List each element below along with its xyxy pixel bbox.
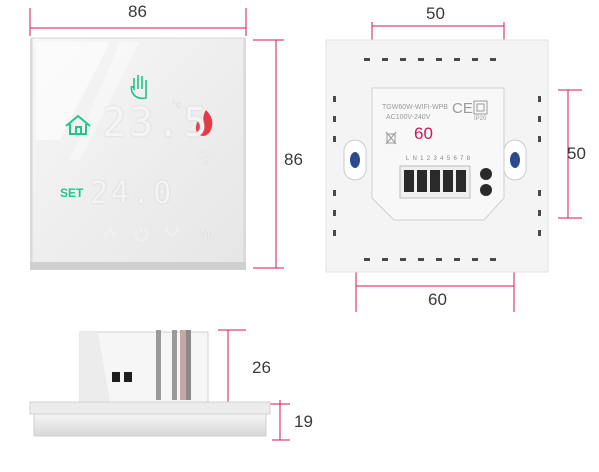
temperature-unit: °c xyxy=(172,100,181,111)
power-button[interactable] xyxy=(134,226,148,242)
home-icon xyxy=(65,114,91,135)
terminal-block xyxy=(399,165,492,199)
ce-label: CE xyxy=(452,100,473,117)
dim-front-height: 86 xyxy=(284,150,303,169)
dim-back-width-top: 50 xyxy=(426,4,445,23)
dim-back-width-bottom: 60 xyxy=(428,290,447,309)
dim-front-width: 86 xyxy=(128,2,147,21)
front-dimension-lines xyxy=(29,8,284,269)
model-label: TGW60W-WIFI-WPB xyxy=(382,104,448,111)
terminal-labels: L N 1 2 3 4 5 6 7 8 xyxy=(406,156,471,162)
dim-side-depth-bottom: 19 xyxy=(294,412,313,431)
ip-label: IP20 xyxy=(474,116,487,122)
back-panel xyxy=(325,39,549,273)
voltage-label: AC100V-240V xyxy=(386,114,431,121)
hand-icon xyxy=(130,75,147,100)
temperature-readout: 23.5 xyxy=(102,100,211,146)
side-view xyxy=(29,330,271,437)
set-temperature-readout: 24.0 xyxy=(90,176,175,211)
down-button[interactable] xyxy=(165,229,179,238)
mode-button[interactable]: M xyxy=(200,226,210,240)
ce-mark-box xyxy=(385,100,488,145)
back-vent-slots xyxy=(333,58,541,261)
dim-side-depth-top: 26 xyxy=(252,358,271,377)
wifi-icon xyxy=(197,150,215,166)
set-label: SET xyxy=(60,186,84,200)
mounting-hole-left xyxy=(343,139,367,181)
dim-back-height: 50 xyxy=(567,144,586,163)
up-button[interactable] xyxy=(103,228,117,237)
mounting-hole-right xyxy=(503,139,527,181)
dim-back-width-mid: 60 xyxy=(414,124,433,143)
flame-icon xyxy=(196,110,213,136)
